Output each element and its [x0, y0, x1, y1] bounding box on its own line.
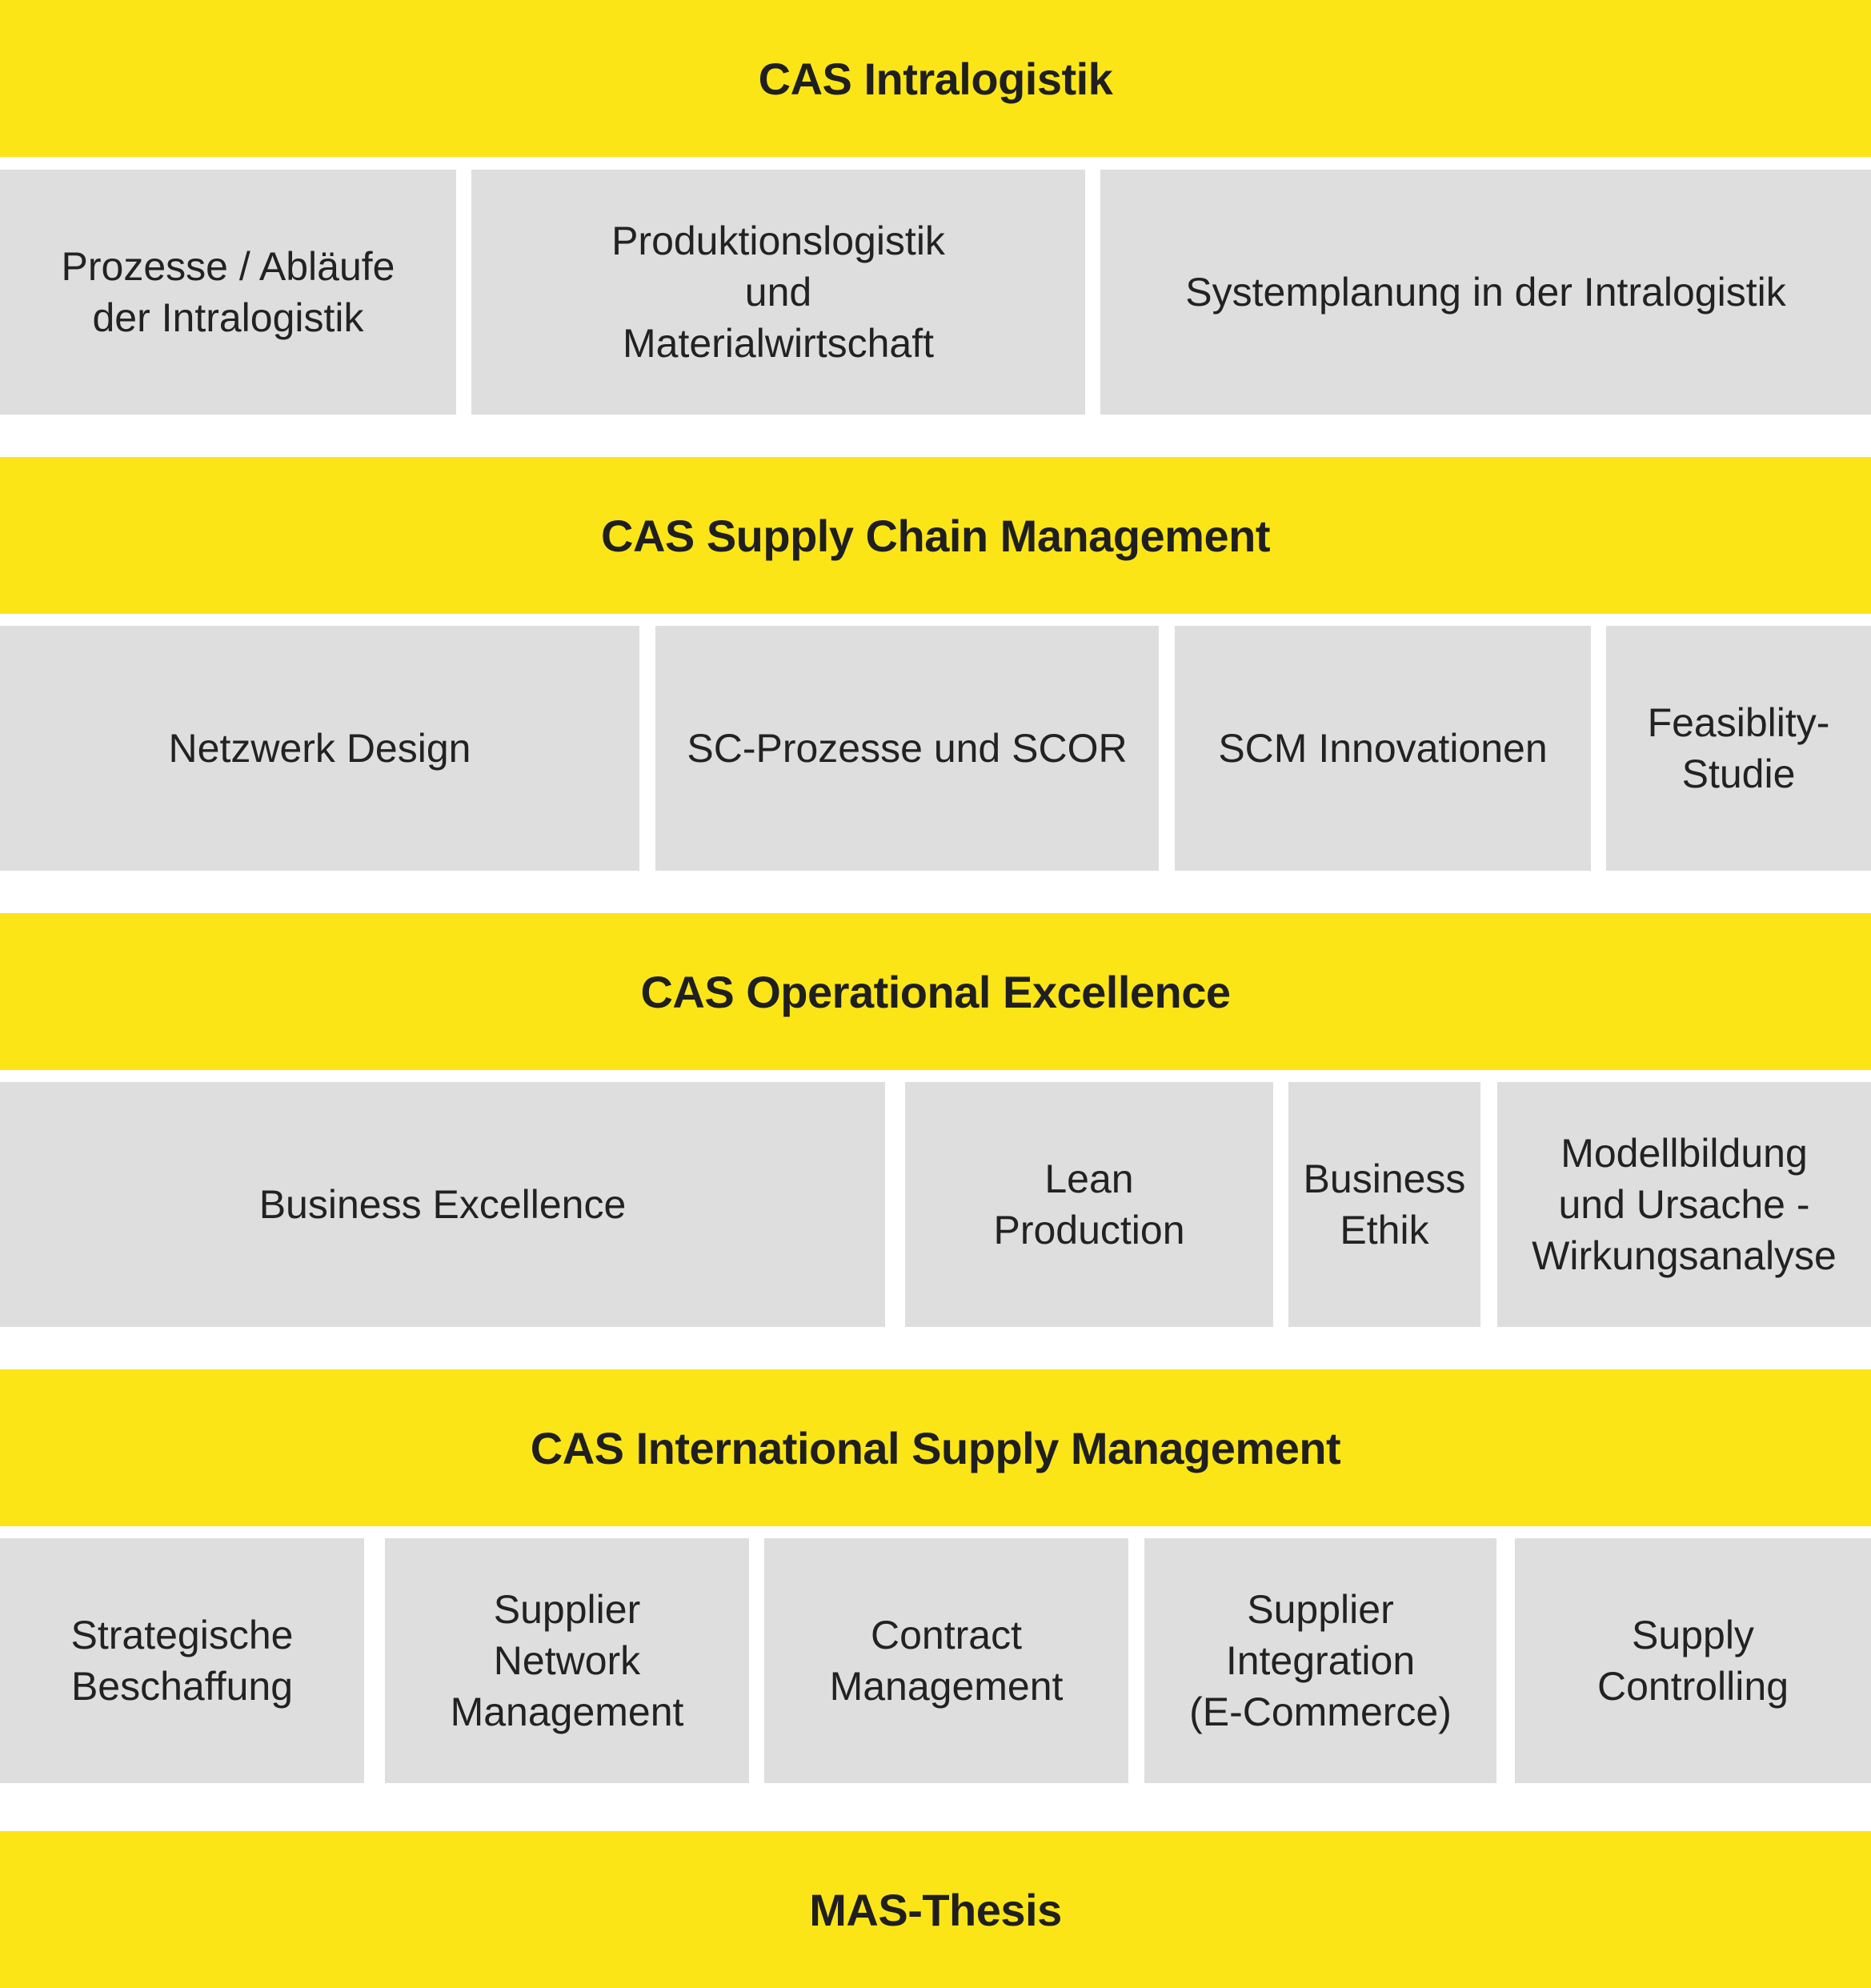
- thesis-band: MAS-Thesis: [0, 1831, 1871, 1988]
- program-title: CAS Supply Chain Management: [601, 510, 1270, 561]
- program-header-supply-chain-management: CAS Supply Chain Management: [0, 457, 1871, 614]
- module-box: Business Excellence: [0, 1082, 885, 1327]
- module-label: Strategische Beschaffung: [70, 1613, 294, 1709]
- module-box: Prozesse / Abläufe der Intralogistik: [0, 170, 456, 415]
- program-header-international-supply-management: CAS International Supply Management: [0, 1369, 1871, 1526]
- module-label: Contract Management: [829, 1613, 1064, 1709]
- module-box: Systemplanung in der Intralogistik: [1100, 170, 1871, 415]
- module-label: SCM Innovationen: [1218, 726, 1548, 771]
- program-title: CAS Intralogistik: [758, 53, 1113, 104]
- program-header-operational-excellence: CAS Operational Excellence: [0, 913, 1871, 1070]
- module-label: Supplier Integration (E-Commerce): [1189, 1587, 1452, 1734]
- module-box: Feasiblity- Studie: [1606, 626, 1871, 871]
- module-label: Systemplanung in der Intralogistik: [1185, 270, 1786, 315]
- program-title: CAS Operational Excellence: [640, 966, 1231, 1017]
- module-label: Modellbildung und Ursache - Wirkungsanal…: [1532, 1131, 1837, 1278]
- program-title: CAS International Supply Management: [530, 1422, 1341, 1473]
- module-box: SCM Innovationen: [1175, 626, 1591, 871]
- module-box: Strategische Beschaffung: [0, 1538, 364, 1783]
- module-box: Supplier Network Management: [385, 1538, 749, 1783]
- module-box: Business Ethik: [1288, 1082, 1480, 1327]
- module-label: Supply Controlling: [1597, 1613, 1789, 1709]
- module-label: Business Excellence: [258, 1182, 627, 1227]
- module-box: Netzwerk Design: [0, 626, 639, 871]
- thesis-title: MAS-Thesis: [809, 1884, 1062, 1935]
- module-label: Netzwerk Design: [168, 726, 471, 771]
- module-box: Supply Controlling: [1515, 1538, 1871, 1783]
- module-box: Contract Management: [764, 1538, 1128, 1783]
- module-label: SC-Prozesse und SCOR: [687, 726, 1128, 771]
- module-label: Lean Production: [993, 1156, 1185, 1253]
- module-label: Feasiblity- Studie: [1647, 700, 1830, 796]
- program-header-intralogistik: CAS Intralogistik: [0, 0, 1871, 157]
- module-label: Prozesse / Abläufe der Intralogistik: [61, 244, 395, 340]
- module-label: Supplier Network Management: [450, 1587, 684, 1734]
- module-label: Produktionslogistik und Materialwirtscha…: [611, 218, 945, 366]
- module-label: Business Ethik: [1303, 1156, 1466, 1253]
- module-box: Modellbildung und Ursache - Wirkungsanal…: [1497, 1082, 1871, 1327]
- module-box: SC-Prozesse und SCOR: [655, 626, 1159, 871]
- module-box: Produktionslogistik und Materialwirtscha…: [471, 170, 1085, 415]
- module-box: Lean Production: [905, 1082, 1273, 1327]
- module-box: Supplier Integration (E-Commerce): [1144, 1538, 1496, 1783]
